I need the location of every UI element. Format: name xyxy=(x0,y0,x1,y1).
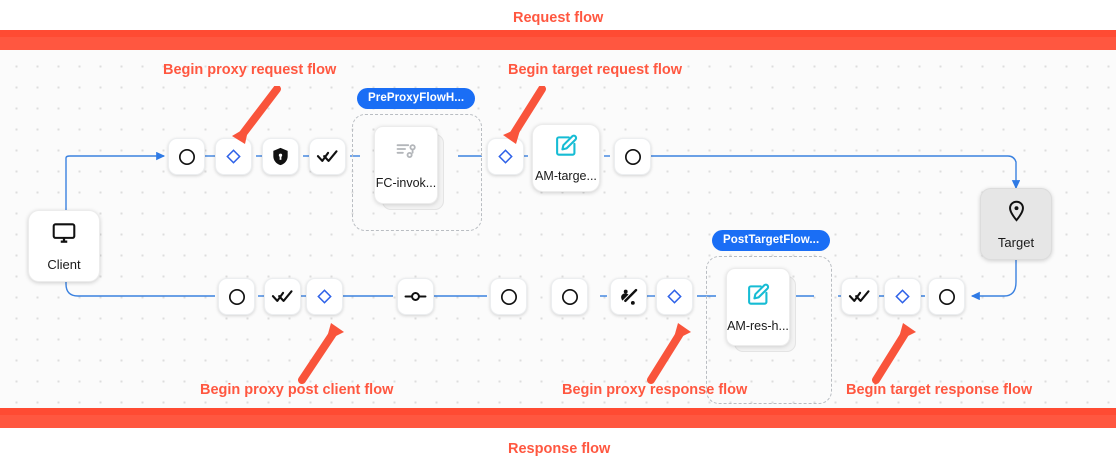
response-flow-label: Response flow xyxy=(508,441,611,457)
policy-am-res-h[interactable]: AM-res-h... xyxy=(726,268,796,352)
circle-icon xyxy=(623,147,643,167)
request-node-doublecheck[interactable] xyxy=(309,138,346,175)
diamond-icon xyxy=(496,147,515,166)
response-node-circle-3[interactable] xyxy=(551,278,588,315)
response-node-signal[interactable] xyxy=(610,278,647,315)
policy-am-target-label: AM-targe... xyxy=(535,169,597,183)
circle-icon xyxy=(227,287,247,307)
monitor-icon xyxy=(51,220,77,251)
request-node-circle-2[interactable] xyxy=(614,138,651,175)
circle-icon xyxy=(499,287,519,307)
response-node-doublecheck-2[interactable] xyxy=(841,278,878,315)
connector-lines xyxy=(61,151,1021,301)
response-node-connector[interactable] xyxy=(397,278,434,315)
double-check-icon xyxy=(316,145,339,168)
response-flow-bar xyxy=(0,408,1116,428)
request-node-diamond-1[interactable] xyxy=(215,138,252,175)
group-posttarget-flow xyxy=(706,256,832,404)
flow-callout-icon xyxy=(394,140,418,169)
annotation-begin-proxy-request-flow: Begin proxy request flow xyxy=(163,62,337,78)
response-node-diamond-3[interactable] xyxy=(884,278,921,315)
response-node-doublecheck-1[interactable] xyxy=(264,278,301,315)
request-flow-label: Request flow xyxy=(513,10,604,26)
connector-node-icon xyxy=(404,285,427,308)
response-node-diamond-1[interactable] xyxy=(306,278,343,315)
location-pin-icon xyxy=(1004,199,1029,229)
diamond-icon xyxy=(224,147,243,166)
target-label: Target xyxy=(997,234,1035,250)
signal-broadcast-icon xyxy=(618,286,640,308)
annotation-arrow-5 xyxy=(872,323,916,384)
policy-fc-invoke[interactable]: FC-invok... xyxy=(374,126,444,210)
double-check-icon xyxy=(271,285,294,308)
group-preproxy-pill[interactable]: PreProxyFlowH... xyxy=(357,88,476,109)
annotation-arrow-4 xyxy=(647,323,691,384)
circle-icon xyxy=(937,287,957,307)
annotation-begin-proxy-response-flow: Begin proxy response flow xyxy=(562,382,748,398)
response-node-diamond-2[interactable] xyxy=(656,278,693,315)
request-node-diamond-2[interactable] xyxy=(487,138,524,175)
request-node-circle-1[interactable] xyxy=(168,138,205,175)
annotation-begin-proxy-post-client-flow: Begin proxy post client flow xyxy=(200,382,394,398)
assign-message-icon xyxy=(746,282,771,312)
response-node-circle-4[interactable] xyxy=(928,278,965,315)
annotation-arrow-3 xyxy=(298,323,344,384)
diamond-icon xyxy=(315,287,334,306)
group-posttarget-pill[interactable]: PostTargetFlow... xyxy=(712,230,831,251)
target-node[interactable]: Target xyxy=(980,188,1052,260)
request-node-shield[interactable] xyxy=(262,138,299,175)
diamond-icon xyxy=(665,287,684,306)
policy-am-target[interactable]: AM-targe... xyxy=(532,124,600,192)
policy-am-res-h-label: AM-res-h... xyxy=(727,318,789,333)
policy-fc-invoke-label: FC-invok... xyxy=(375,176,437,190)
circle-icon xyxy=(177,147,197,167)
annotation-begin-target-response-flow: Begin target response flow xyxy=(846,382,1033,398)
request-flow-bar xyxy=(0,30,1116,50)
assign-message-icon xyxy=(554,133,579,163)
client-label: Client xyxy=(47,257,81,272)
annotation-begin-target-request-flow: Begin target request flow xyxy=(508,62,683,78)
diamond-icon xyxy=(893,287,912,306)
circle-icon xyxy=(560,287,580,307)
diagram-surface: Client Target xyxy=(0,50,1116,408)
response-node-circle-2[interactable] xyxy=(490,278,527,315)
double-check-icon xyxy=(848,285,871,308)
shield-lock-icon xyxy=(270,146,291,167)
annotation-arrow-2 xyxy=(503,86,546,144)
client-node[interactable]: Client xyxy=(28,210,100,282)
annotation-arrow-1 xyxy=(232,86,281,144)
response-node-circle-1[interactable] xyxy=(218,278,255,315)
group-preproxy-flow xyxy=(352,114,482,231)
